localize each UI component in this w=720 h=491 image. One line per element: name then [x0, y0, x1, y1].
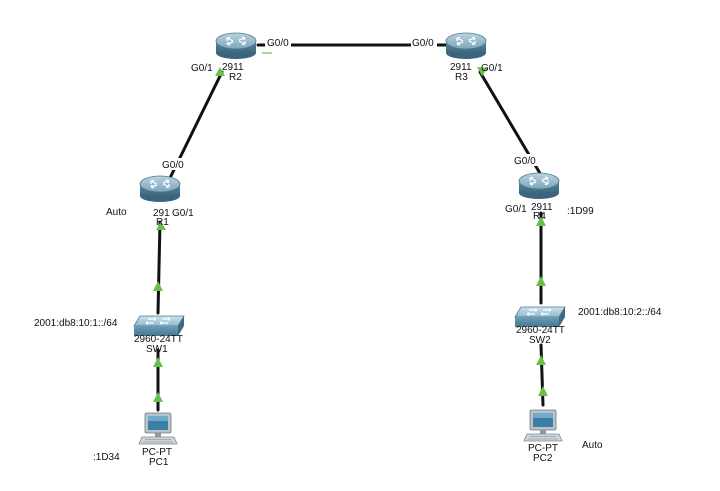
link-up-marker	[153, 281, 163, 291]
network-prefix-label: 2001:db8:10:2::/64	[578, 307, 662, 318]
link-up-marker	[215, 67, 225, 76]
device-name-label: PC2	[533, 453, 553, 464]
port-label: G0/0	[267, 38, 289, 49]
link-up-marker	[538, 386, 548, 396]
link-up-marker	[477, 67, 488, 76]
device-name-label: PC1	[149, 457, 169, 468]
network-prefix-label: 2001:db8:10:1::/64	[34, 318, 118, 329]
router-r4[interactable]: 2911 R4	[518, 172, 560, 222]
device-name-label: SW2	[529, 335, 551, 346]
device-name-label: R1	[156, 217, 169, 228]
device-model-label: 2960-24TT	[134, 334, 183, 345]
interface-id-label: :1D34	[93, 452, 120, 463]
router-r2[interactable]: 2911 R2	[215, 32, 257, 83]
port-label: G0/1	[481, 63, 503, 74]
device-model-label: 2960-24TT	[516, 325, 565, 336]
device-name-label: R3	[455, 72, 468, 83]
switch-sw1[interactable]: 2960-24TT SW1	[133, 315, 185, 355]
pc-pc1[interactable]: PC-PT PC1	[138, 412, 178, 468]
link-up-marker	[153, 357, 163, 367]
device-name-label: R4	[533, 211, 546, 222]
link-up-marker	[536, 276, 546, 286]
port-label: G0/0	[162, 160, 184, 171]
interface-id-label: :1D99	[567, 206, 594, 217]
link-r1-sw1[interactable]	[156, 220, 162, 315]
device-model-label: 2911	[531, 202, 553, 213]
link-up-marker	[536, 355, 546, 365]
router-r1[interactable]: 2911 R1	[139, 175, 181, 228]
device-model-label: 2911	[450, 62, 472, 73]
device-model-label: 2911	[153, 208, 175, 219]
link-up-marker	[156, 221, 166, 230]
device-model-label: PC-PT	[528, 443, 558, 454]
port-label: G0/0	[412, 38, 434, 49]
port-label: G0/0	[514, 156, 536, 167]
link-up-marker	[153, 392, 163, 402]
router-r3[interactable]: 2911 R3	[445, 32, 487, 83]
device-name-label: SW1	[146, 344, 168, 355]
switch-sw2[interactable]: 2960-24TT SW2	[514, 306, 566, 346]
port-label: G0/1	[191, 63, 213, 74]
device-model-label: PC-PT	[142, 447, 172, 458]
note-label: Auto	[582, 440, 603, 451]
device-name-label: R2	[229, 72, 242, 83]
note-label: Auto	[106, 207, 127, 218]
port-label: G0/1	[172, 208, 194, 219]
port-label: G0/1	[505, 204, 527, 215]
device-model-label: 2911	[222, 62, 244, 73]
link-up-marker	[536, 216, 546, 226]
pc-pc2[interactable]: PC-PT PC2	[523, 409, 563, 464]
